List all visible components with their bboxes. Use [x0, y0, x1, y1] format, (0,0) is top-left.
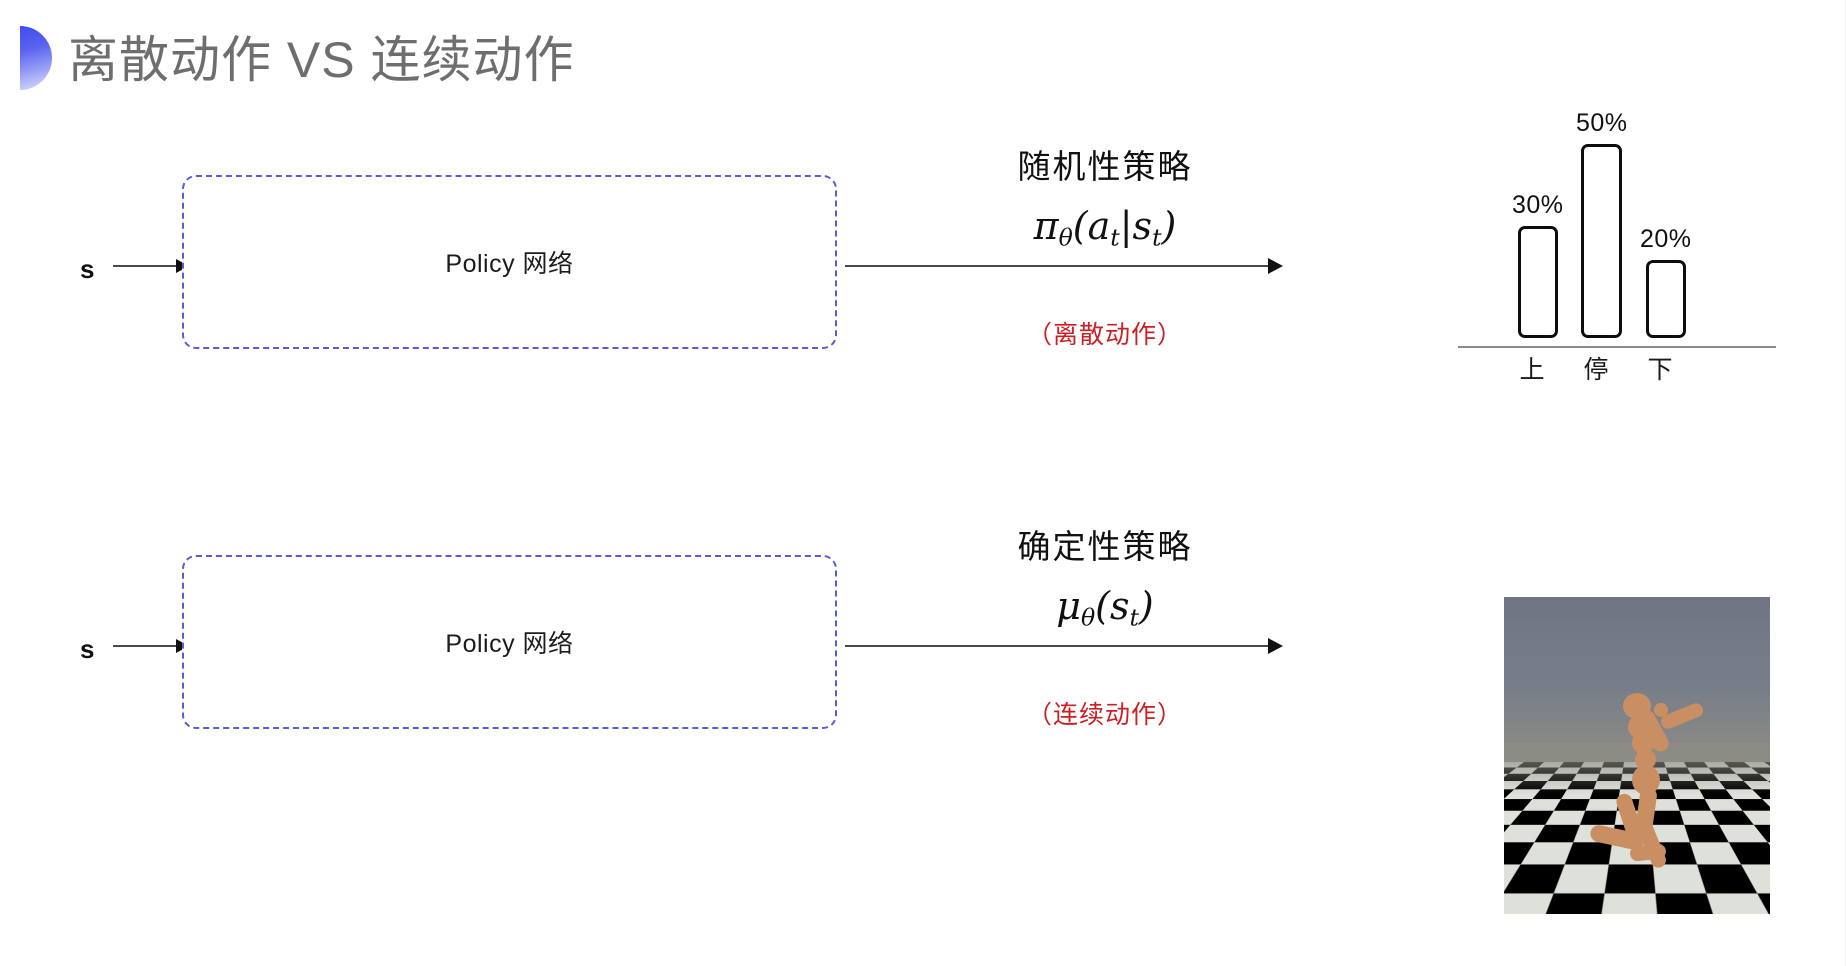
state-input-label-continuous: s: [80, 634, 95, 664]
formula-t-sub-1: t: [1110, 223, 1120, 252]
chart-axis-line: [1458, 346, 1776, 348]
policy-network-box-continuous[interactable]: Policy 网络: [182, 555, 837, 729]
formula-open-a: (a: [1072, 204, 1111, 248]
formula-bar-s: |s: [1119, 204, 1153, 248]
formula-close-paren-c: ): [1138, 584, 1154, 628]
humanoid-torso-lower: [1635, 749, 1656, 770]
action-probability-bar-chart: 30% 上 50% 停 20% 下: [1458, 96, 1808, 396]
state-input-label-discrete: s: [80, 254, 95, 284]
policy-formula-discrete: πθ(at|st): [920, 204, 1290, 252]
formula-pi: π: [1033, 204, 1059, 248]
discrete-action-row: s Policy 网络 随机性策略 πθ(at|st) （离散动作） 30% 上…: [0, 109, 1846, 440]
formula-t-sub-c: t: [1129, 603, 1139, 632]
bar-rect-2: [1645, 260, 1686, 338]
formula-close-paren: ): [1161, 204, 1177, 248]
slide-header: 离散动作 VS 连续动作: [0, 0, 1846, 120]
bar-group-0: 30%: [1512, 191, 1564, 338]
state-to-policy-arrow-discrete: [113, 259, 189, 273]
policy-to-output-arrow-continuous: [845, 638, 1283, 654]
policy-network-label-discrete: Policy 网络: [445, 250, 574, 278]
formula-t-sub-2: t: [1152, 223, 1162, 252]
policy-network-box-discrete[interactable]: Policy 网络: [182, 175, 837, 349]
page-title: 离散动作 VS 连续动作: [68, 32, 575, 88]
policy-kind-label-continuous: 确定性策略: [1017, 528, 1193, 565]
formula-open-s: (s: [1095, 584, 1130, 628]
continuous-action-row: s Policy 网络 确定性策略 μθ(st) （连续动作）: [0, 528, 1846, 820]
policy-network-label-continuous: Policy 网络: [445, 630, 574, 658]
formula-theta-sub: θ: [1058, 223, 1073, 252]
continuous-action-caption-wrap: （连续动作）: [920, 695, 1290, 731]
discrete-action-caption-wrap: （离散动作）: [920, 315, 1290, 351]
bar-value-1: 50%: [1576, 109, 1628, 137]
bar-category-0: 上: [1519, 356, 1545, 384]
continuous-action-caption: （连续动作）: [1026, 701, 1183, 729]
bar-group-2: 20%: [1640, 225, 1692, 338]
deterministic-policy-annotation: 确定性策略 μθ(st): [920, 520, 1290, 632]
formula-theta-sub-c: θ: [1080, 603, 1096, 632]
bar-group-1: 50%: [1576, 109, 1628, 338]
policy-to-output-arrow-discrete: [845, 258, 1283, 274]
bar-value-2: 20%: [1640, 225, 1692, 253]
bar-rect-1: [1581, 144, 1623, 338]
discrete-action-caption: （离散动作）: [1026, 321, 1183, 349]
humanoid-hand: [1654, 703, 1668, 717]
stochastic-policy-annotation: 随机性策略 πθ(at|st): [920, 140, 1290, 252]
bar-category-1: 停: [1583, 356, 1609, 384]
bar-category-2: 下: [1647, 356, 1673, 384]
title-bullet-icon: [20, 26, 52, 90]
state-to-policy-arrow-continuous: [113, 639, 189, 653]
bar-value-0: 30%: [1512, 191, 1564, 219]
formula-mu: μ: [1056, 584, 1081, 628]
policy-kind-label-discrete: 随机性策略: [1017, 148, 1193, 185]
policy-formula-continuous: μθ(st): [920, 584, 1290, 632]
bar-rect-0: [1517, 226, 1558, 338]
humanoid-simulation-image: [1504, 597, 1770, 914]
